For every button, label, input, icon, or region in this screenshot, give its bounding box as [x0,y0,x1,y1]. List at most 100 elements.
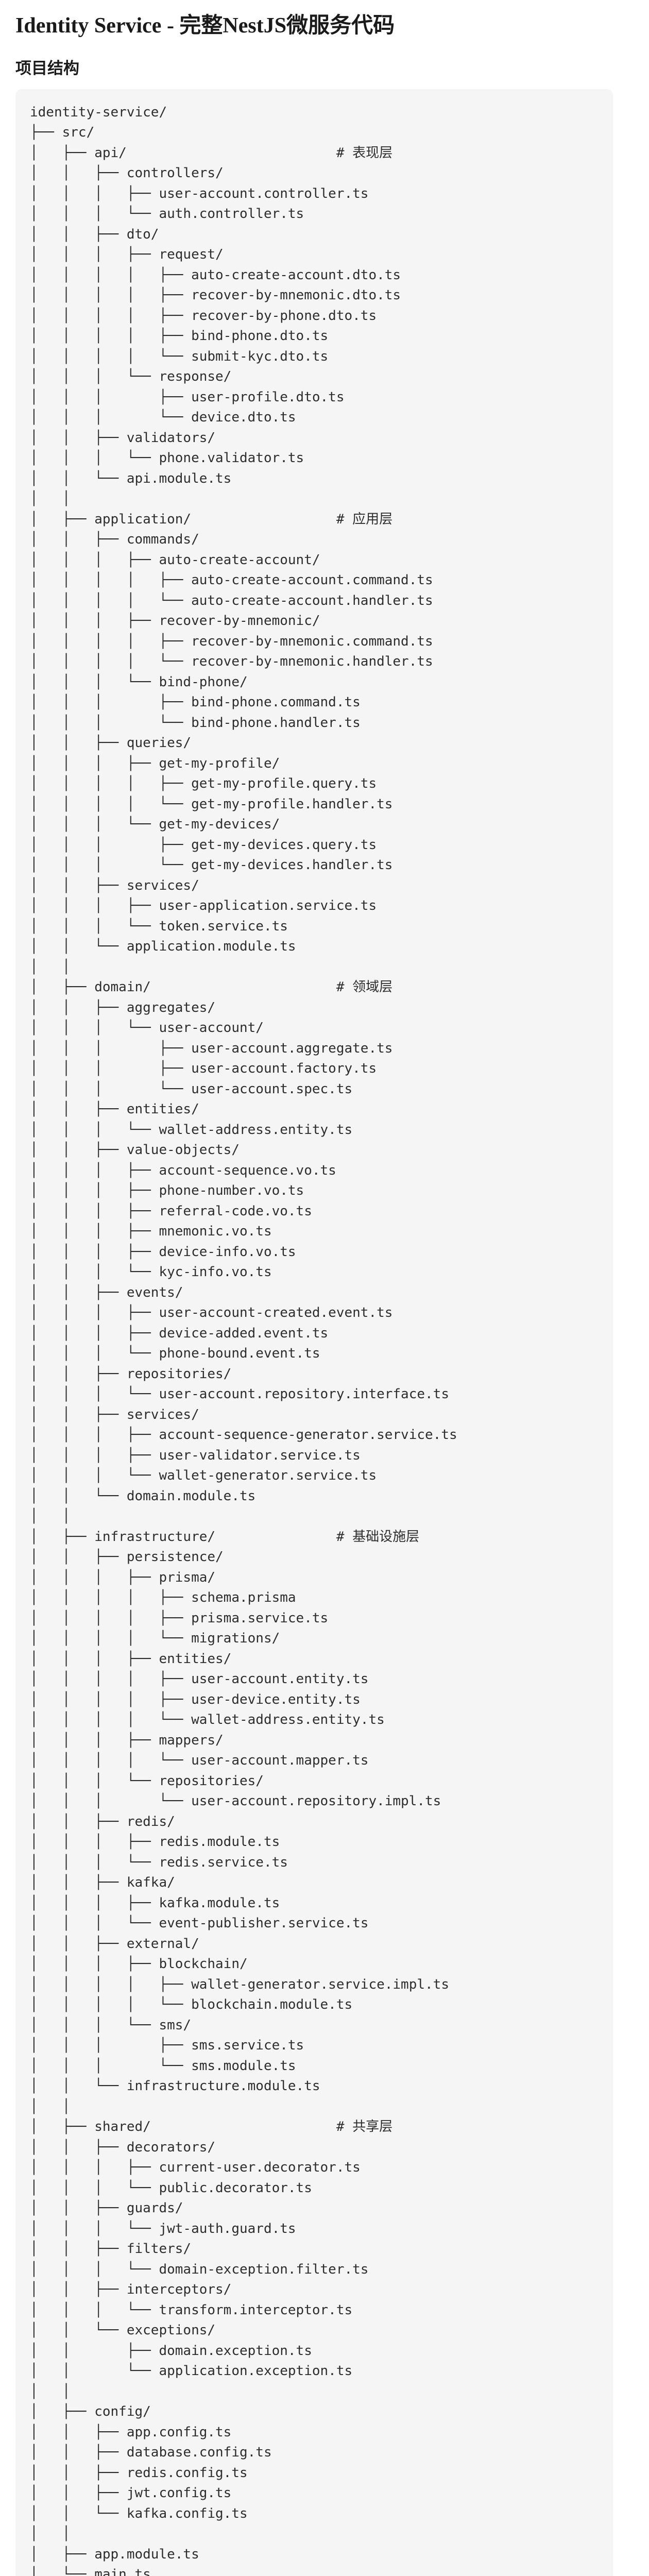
tree-line: │ │ │ └── repositories/ [30,1773,264,1789]
tree-line: │ │ │ └── sms/ [30,2017,192,2033]
tree-line: │ │ │ ├── recover-by-mnemonic/ [30,613,320,629]
tree-line: │ │ │ └── jwt-auth.guard.ts [30,2221,296,2236]
tree-line: │ │ │ │ └── user-account.mapper.ts [30,1753,369,1769]
tree-line: │ │ │ │ ├── recover-by-phone.dto.ts [30,308,377,324]
tree-line: │ │ │ ├── user-validator.service.ts [30,1447,361,1463]
section-heading-project-structure: 项目结构 [15,59,79,77]
tree-line: │ │ │ └── kyc-info.vo.ts [30,1264,272,1280]
tree-line: │ │ │ ├── device-info.vo.ts [30,1244,296,1260]
tree-line: │ │ ├── aggregates/ [30,999,216,1015]
file-tree: identity-service/ ├── src/ │ ├── api/ # 表现… [30,103,599,2576]
tree-line: │ ├── api/ # 表现层 [30,145,393,161]
tree-line: │ │ │ ├── account-sequence-generator.ser… [30,1427,457,1443]
tree-line: │ │ │ └── wallet-address.entity.ts [30,1122,353,1138]
tree-line: │ │ ├── entities/ [30,1101,199,1117]
tree-line: │ │ │ └── bind-phone/ [30,674,248,690]
tree-line: │ │ ├── kafka/ [30,1875,175,1891]
tree-line: │ │ └── application.exception.ts [30,2363,353,2379]
tree-line: │ │ │ │ ├── recover-by-mnemonic.command.… [30,633,433,649]
tree-line: │ │ ├── redis.config.ts [30,2465,248,2481]
tree-line: │ │ ├── services/ [30,1406,199,1422]
tree-line: │ │ │ └── response/ [30,369,232,385]
tree-line: │ │ └── kafka.config.ts [30,2505,248,2521]
tree-line: │ │ │ ├── request/ [30,247,224,263]
tree-line: │ │ ├── queries/ [30,735,192,751]
tree-line: │ │ │ ├── bind-phone.command.ts [30,694,361,710]
tree-line: ├── src/ [30,125,95,141]
tree-line: │ │ │ ├── user-account.controller.ts [30,185,369,201]
tree-line: │ │ │ └── sms.module.ts [30,2058,296,2074]
tree-line: │ │ │ │ ├── schema.prisma [30,1590,296,1606]
tree-line: │ │ ├── events/ [30,1284,183,1300]
tree-line: │ │ │ └── domain-exception.filter.ts [30,2261,369,2277]
tree-line: │ │ │ ├── current-user.decorator.ts [30,2160,361,2176]
tree-line: │ │ │ │ └── get-my-profile.handler.ts [30,796,393,812]
tree-line: │ │ ├── validators/ [30,430,216,446]
tree-line: │ │ │ │ ├── prisma.service.ts [30,1610,329,1626]
tree-line: │ │ └── infrastructure.module.ts [30,2078,320,2094]
tree-line: │ │ │ └── public.decorator.ts [30,2180,312,2196]
tree-line: │ │ [30,2098,71,2114]
tree-line: │ │ ├── commands/ [30,532,199,548]
tree-line: │ │ ├── interceptors/ [30,2282,232,2298]
tree-line: │ │ [30,2526,71,2542]
tree-line: │ │ [30,1509,71,1524]
tree-line: │ │ │ ├── user-account.aggregate.ts [30,1040,393,1056]
tree-line: │ │ ├── redis/ [30,1814,175,1829]
file-tree-code-block: identity-service/ ├── src/ │ ├── api/ # 表现… [15,89,613,2576]
tree-line: │ └── main.ts [30,2567,151,2576]
tree-line: identity-service/ [30,104,167,120]
tree-line: │ │ ├── domain.exception.ts [30,2343,312,2359]
tree-line: │ │ │ ├── user-profile.dto.ts [30,389,345,405]
tree-line: │ │ │ ├── kafka.module.ts [30,1895,280,1911]
tree-line: │ │ │ └── wallet-generator.service.ts [30,1468,377,1484]
tree-line: │ │ │ │ ├── get-my-profile.query.ts [30,776,377,792]
tree-line: │ │ │ ├── phone-number.vo.ts [30,1183,304,1199]
tree-line: │ │ └── domain.module.ts [30,1488,256,1504]
tree-line: │ │ │ ├── device-added.event.ts [30,1325,329,1341]
tree-line: │ │ │ ├── redis.module.ts [30,1834,280,1850]
tree-line: │ │ ├── persistence/ [30,1549,224,1565]
tree-line: │ │ │ └── redis.service.ts [30,1854,288,1870]
tree-line: │ ├── shared/ # 共享层 [30,2119,393,2135]
tree-line: │ │ │ ├── mappers/ [30,1732,224,1748]
tree-line: │ │ │ ├── user-account.factory.ts [30,1061,377,1077]
tree-line: │ │ └── api.module.ts [30,470,232,486]
tree-line: │ │ └── application.module.ts [30,939,296,955]
tree-line: │ │ │ ├── entities/ [30,1651,232,1667]
tree-line: │ │ ├── services/ [30,877,199,893]
tree-line: │ │ │ └── phone.validator.ts [30,450,304,466]
tree-line: │ │ │ │ ├── recover-by-mnemonic.dto.ts [30,287,401,303]
tree-line: │ │ │ └── token.service.ts [30,918,288,934]
page-title: Identity Service - 完整NestJS微服务代码 [15,14,395,38]
tree-line: │ │ ├── repositories/ [30,1366,232,1382]
tree-line: │ │ [30,959,71,975]
tree-line: │ │ ├── external/ [30,1936,199,1952]
tree-line: │ │ │ │ └── recover-by-mnemonic.handler.… [30,654,433,670]
tree-line: │ │ │ ├── referral-code.vo.ts [30,1203,312,1219]
tree-line: │ │ │ │ ├── bind-phone.dto.ts [30,328,329,344]
tree-line: │ ├── application/ # 应用层 [30,511,393,527]
tree-line: │ │ ├── filters/ [30,2241,192,2257]
tree-line: │ │ │ ├── prisma/ [30,1569,216,1585]
tree-line: │ │ │ ├── account-sequence.vo.ts [30,1162,336,1178]
tree-line: │ │ [30,2383,71,2399]
tree-line: │ │ │ ├── auto-create-account/ [30,552,320,568]
tree-line: │ │ │ │ ├── auto-create-account.dto.ts [30,267,401,283]
tree-line: │ │ │ │ └── auto-create-account.handler.… [30,592,433,608]
tree-line: │ ├── domain/ # 领域层 [30,979,393,995]
tree-line: │ │ │ │ ├── wallet-generator.service.imp… [30,1976,449,1992]
tree-line: │ │ │ ├── get-my-devices.query.ts [30,837,377,853]
tree-line: │ │ │ ├── user-application.service.ts [30,898,377,914]
tree-line: │ │ │ └── user-account.repository.interf… [30,1386,449,1402]
tree-line: │ │ ├── guards/ [30,2200,183,2216]
tree-line: │ │ ├── jwt.config.ts [30,2485,232,2501]
tree-line: │ │ │ └── phone-bound.event.ts [30,1346,320,1362]
tree-line: │ │ ├── database.config.ts [30,2445,272,2461]
tree-line: │ │ │ └── user-account/ [30,1020,264,1036]
tree-line: │ │ │ ├── mnemonic.vo.ts [30,1224,272,1240]
tree-line: │ │ │ │ └── wallet-address.entity.ts [30,1712,385,1728]
tree-line: │ │ │ └── get-my-devices.handler.ts [30,857,393,873]
tree-line: │ │ │ │ └── submit-kyc.dto.ts [30,348,329,364]
